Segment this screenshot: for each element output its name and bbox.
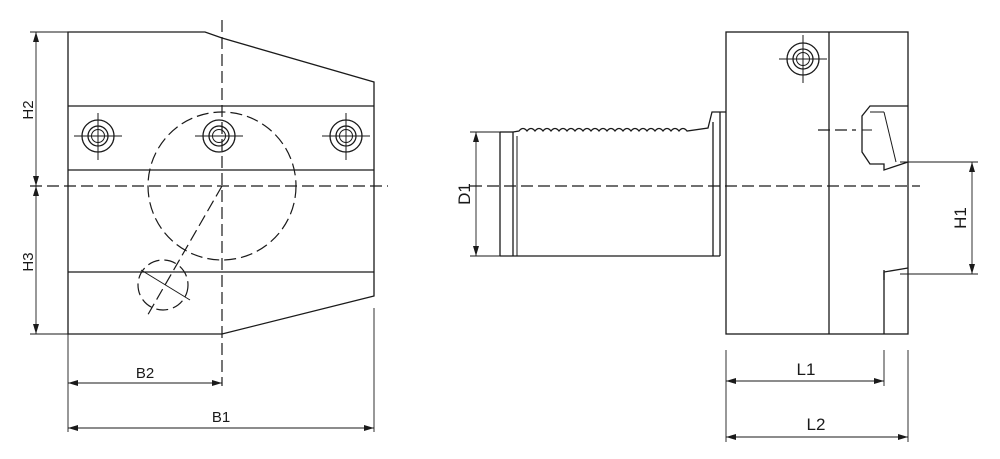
shank: [499, 111, 726, 257]
dimension-label-b2: B2: [136, 365, 154, 382]
pin-circle: [137, 259, 189, 311]
shank-serration: [512, 111, 726, 133]
dimension-label-b1: B1: [212, 409, 230, 426]
side-body-block: [725, 31, 909, 335]
tool-clamp: [861, 105, 909, 171]
dimension-label-d1: D1: [455, 183, 474, 205]
dimension-label-h3: H3: [20, 252, 37, 271]
side-view: D1 H1 L1 L2: [455, 31, 978, 442]
dimension-label-h2: H2: [20, 100, 37, 119]
front-view: H2 H3 B2 B1: [20, 20, 388, 432]
front-body-outline: [67, 31, 375, 335]
dimension-label-l2: L2: [807, 415, 826, 434]
dimension-label-l1: L1: [797, 360, 816, 379]
dimension-label-h1: H1: [951, 207, 970, 229]
